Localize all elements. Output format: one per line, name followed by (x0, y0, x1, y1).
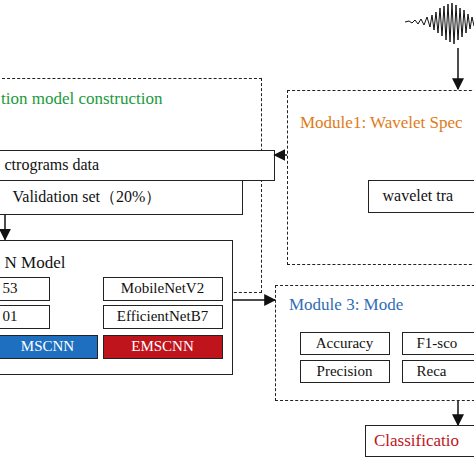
node-label: tion model construction (1, 89, 261, 109)
node-label: EfficientNetB7 (117, 308, 208, 325)
process-box: Precision (300, 360, 390, 383)
node-label: 53 (3, 280, 18, 297)
module-frame: tion model construction ctrograms dataVal… (0, 78, 262, 293)
node-label: MSCNN (21, 338, 74, 355)
module-frame: Module 3: ModeAccuracy F1-scoPrecision Rec… (275, 285, 474, 401)
process-box: 53 (0, 277, 50, 301)
input-arrow (457, 48, 459, 89)
node-label: EMSCNN (131, 338, 194, 355)
node-label: Validation set（20%） (13, 187, 162, 208)
process-box: F1-sco (402, 332, 474, 355)
process-box: 01 (0, 305, 50, 329)
node-label: Module 3: Mode (289, 295, 474, 315)
process-box: EMSCNN (103, 335, 223, 359)
module-frame: Module1: Wavelet Spec wavelet tra (287, 90, 474, 265)
node-label: Classificatio (374, 431, 459, 451)
node-label: MobileNetV2 (121, 280, 204, 297)
node-label: Module1: Wavelet Spec (300, 113, 474, 133)
process-box: Validation set（20%） (0, 180, 243, 215)
process-box: MSCNN (0, 335, 98, 359)
flow-arrow (4, 215, 6, 240)
seismic-waveform (405, 3, 474, 44)
process-box: Classificatio (365, 425, 474, 457)
process-box: wavelet tra (368, 180, 474, 213)
flow-arrow (457, 401, 459, 425)
node-label: Accuracy (316, 335, 373, 352)
node-label: N Model (5, 253, 232, 273)
node-label: ctrograms data (5, 156, 100, 174)
node-label: wavelet tra (383, 187, 454, 205)
process-box: Reca (402, 360, 474, 383)
flow-arrow (275, 154, 288, 156)
flow-arrow (233, 299, 276, 301)
node-label: 01 (3, 308, 18, 325)
node-label: F1-sco (417, 335, 458, 352)
node-label: Precision (317, 363, 373, 380)
process-box: Accuracy (300, 332, 390, 355)
node-label: Reca (417, 363, 447, 380)
process-box: EfficientNetB7 (103, 305, 223, 329)
process-box: ctrograms data (0, 150, 275, 181)
process-box: N Model 53 MobileNetV2 01 EfficientNetB7MSCN… (0, 240, 233, 375)
process-box: MobileNetV2 (103, 277, 223, 301)
